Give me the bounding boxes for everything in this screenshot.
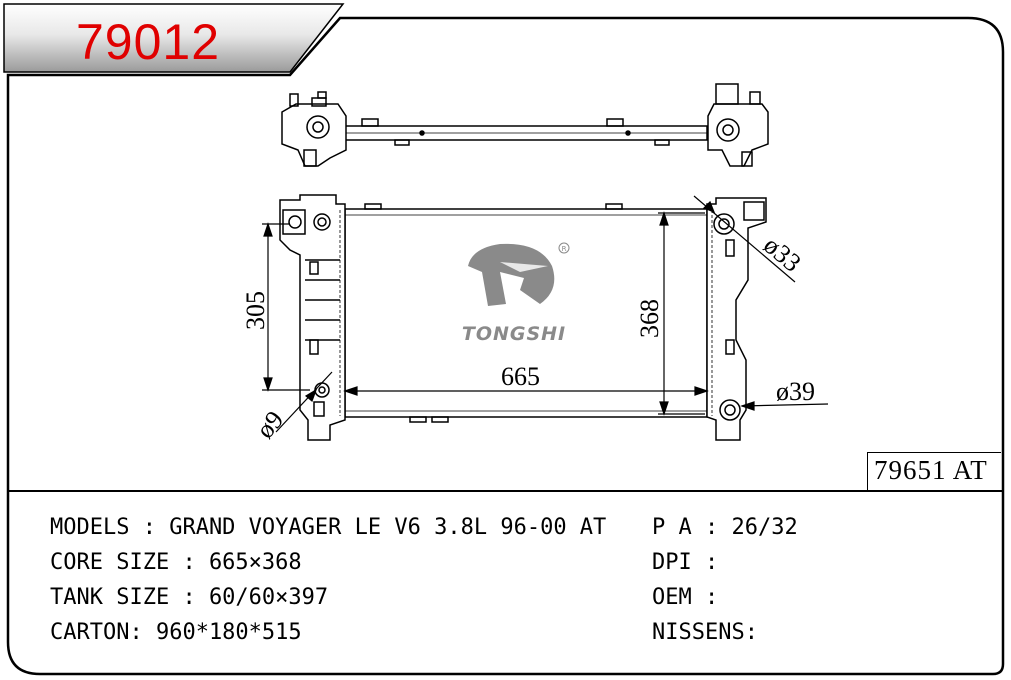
reference-code-box: 79651 AT — [867, 452, 1001, 490]
spec-nissens: NISSENS: — [652, 620, 758, 645]
dim-tank-height: 305 — [241, 291, 270, 330]
top-view — [281, 83, 769, 167]
spec-pa: P A : 26/32 — [652, 515, 798, 540]
tongshi-logo: R TONGSHI — [462, 242, 570, 345]
part-number: 79012 — [76, 14, 221, 70]
front-view — [279, 194, 767, 441]
spec-oem: OEM : — [652, 585, 719, 610]
part-number-banner: 79012 — [4, 4, 344, 72]
spec-core-size: CORE SIZE : 665×368 — [50, 550, 302, 575]
dim-core-width: 665 — [501, 362, 540, 391]
top-left-port-icon — [306, 115, 330, 139]
dim-core-height: 368 — [635, 299, 664, 338]
logo-registered-mark: R — [562, 245, 567, 253]
logo-emblem-icon — [468, 243, 555, 306]
reference-code: 79651 AT — [874, 455, 988, 485]
spec-tank-size: TANK SIZE : 60/60×397 — [50, 585, 329, 610]
header-banner — [3, 3, 345, 73]
spec-models: MODELS : GRAND VOYAGER LE V6 3.8L 96-00 … — [50, 515, 607, 540]
inlet-port-icon — [713, 213, 735, 235]
dim-inlet-diameter: ø33 — [758, 230, 807, 277]
logo-brand-name: TONGSHI — [462, 323, 566, 345]
dim-outlet-diameter: ø39 — [776, 377, 815, 406]
sheet-border — [6, 16, 1005, 676]
left-tank — [279, 194, 346, 441]
outlet-port-icon — [719, 399, 741, 421]
top-right-port-icon — [716, 118, 740, 142]
spec-carton: CARTON: 960*180*515 — [50, 620, 302, 645]
dimension-lines — [262, 195, 829, 433]
right-tank — [706, 197, 767, 441]
spec-dpi: DPI : — [652, 550, 719, 575]
dim-drain-diameter: ø9 — [250, 405, 289, 444]
